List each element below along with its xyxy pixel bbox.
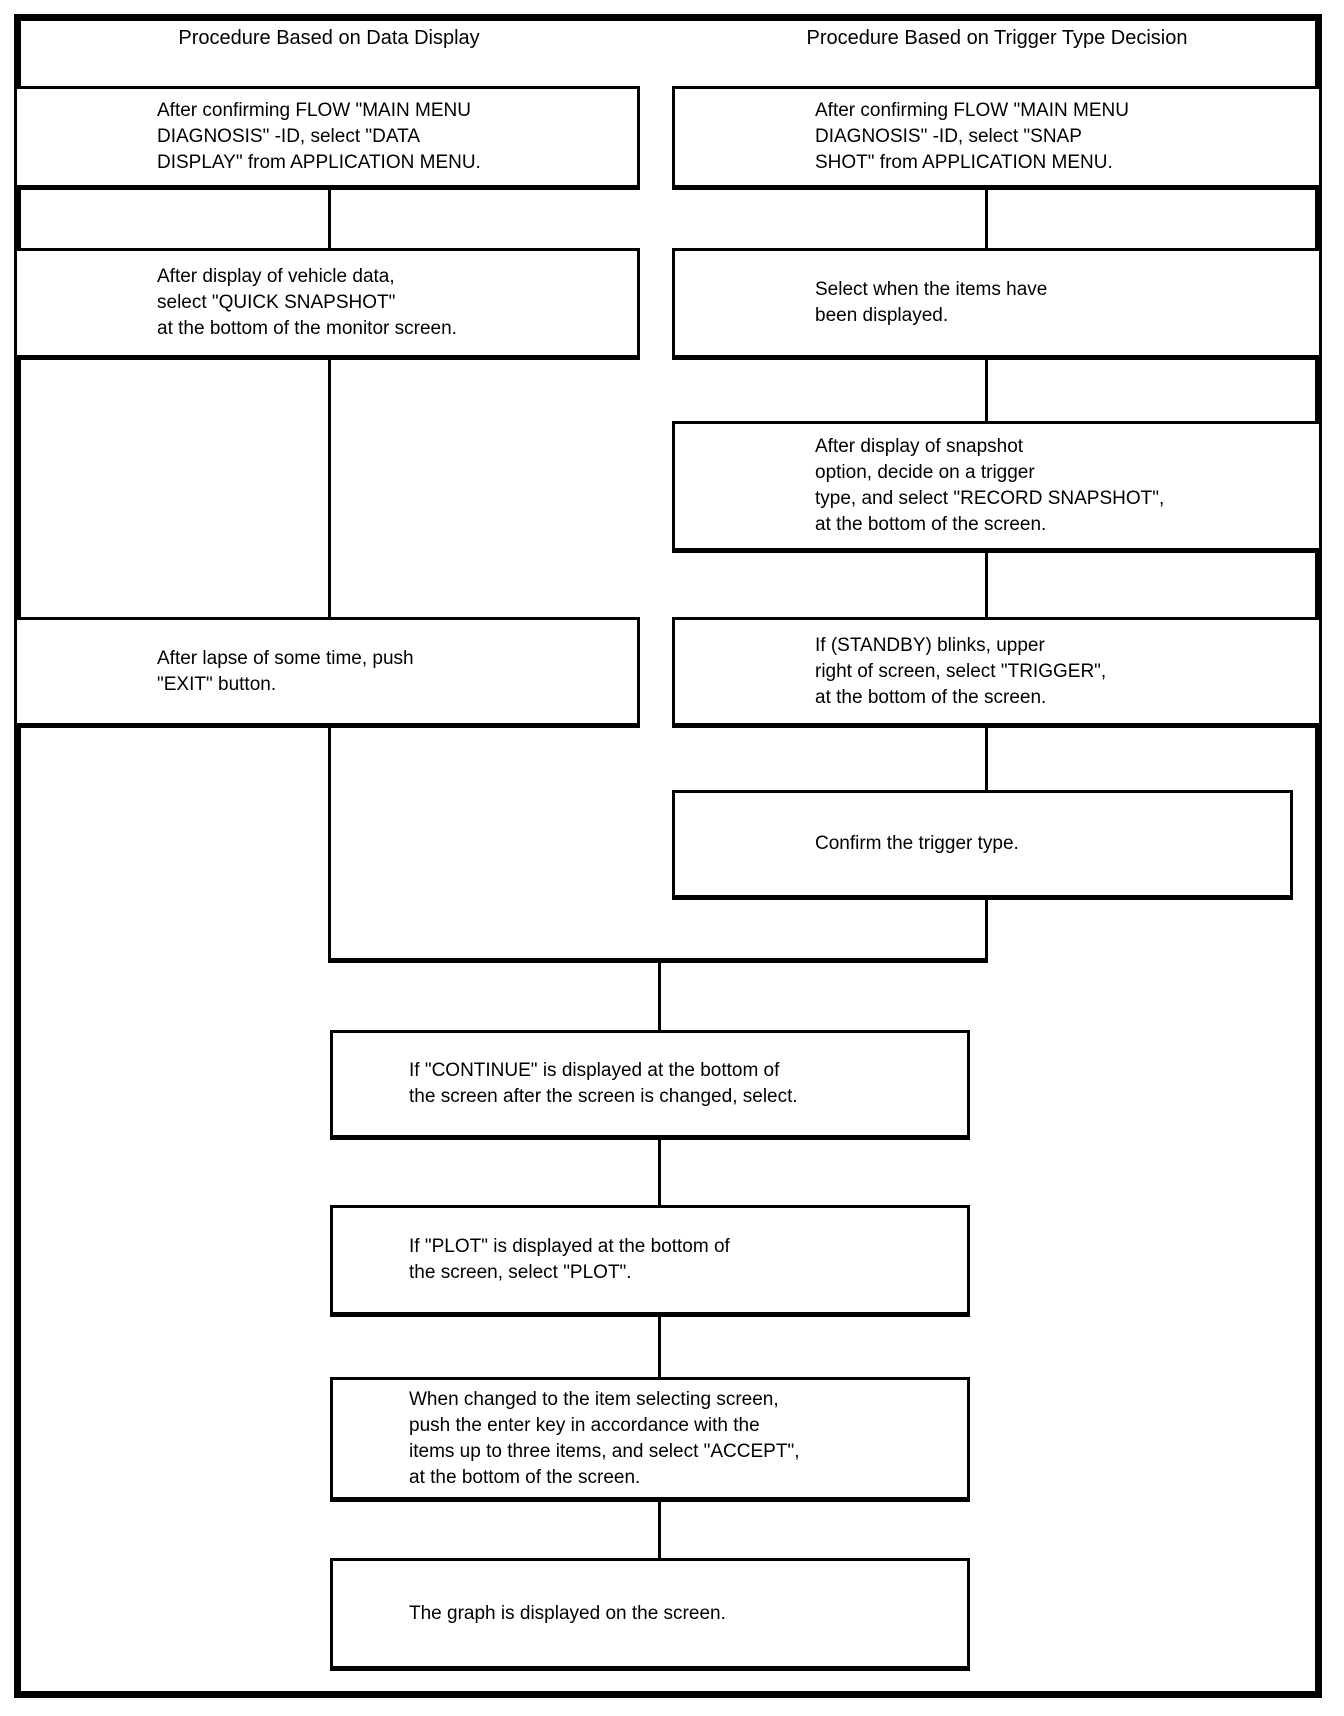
text-line: After confirming FLOW "MAIN MENU <box>815 100 1129 121</box>
text-line: If "CONTINUE" is displayed at the bottom… <box>409 1060 780 1081</box>
flow-box-record-snapshot: After display of snapshot option, decide… <box>672 421 1322 553</box>
text-line: SHOT" from APPLICATION MENU. <box>815 152 1113 173</box>
text-line: "EXIT" button. <box>157 673 277 695</box>
column-header-trigger-type: Procedure Based on Trigger Type Decision <box>806 27 1188 49</box>
flow-box-graph-displayed: The graph is displayed on the screen. <box>330 1558 970 1671</box>
text-line: DIAGNOSIS" -ID, select "DATA <box>157 126 420 147</box>
text-line: right of screen, select "TRIGGER", <box>815 660 1107 682</box>
text-line: After display of snapshot <box>815 436 1024 457</box>
flow-box-confirm-trigger-type: Confirm the trigger type. <box>672 790 1293 900</box>
connector-line <box>658 962 661 1030</box>
text-line: The graph is displayed on the screen. <box>409 1602 726 1624</box>
connector-line <box>328 190 331 248</box>
column-header-data-display: Procedure Based on Data Display <box>178 27 480 49</box>
text-line: type, and select "RECORD SNAPSHOT", <box>815 488 1165 509</box>
text-line: push the enter key in accordance with th… <box>409 1414 760 1436</box>
text-line: DISPLAY" from APPLICATION MENU. <box>157 152 481 173</box>
merge-connector-line <box>328 958 988 963</box>
text-line: at the bottom of the screen. <box>815 514 1047 535</box>
text-line: After display of vehicle data, <box>157 266 395 287</box>
text-line: at the bottom of the monitor screen. <box>157 318 457 339</box>
connector-line <box>985 553 988 617</box>
flow-box-exit-button: After lapse of some time, push "EXIT" bu… <box>14 617 640 728</box>
text-line: been displayed. <box>815 305 949 326</box>
flow-box-continue: If "CONTINUE" is displayed at the bottom… <box>330 1030 970 1140</box>
text-line: Confirm the trigger type. <box>815 833 1019 854</box>
connector-line <box>985 190 988 248</box>
flow-box-plot: If "PLOT" is displayed at the bottom of … <box>330 1205 970 1317</box>
flow-box-trigger: If (STANDBY) blinks, upper right of scre… <box>672 617 1322 728</box>
text-line: at the bottom of the screen. <box>409 1466 641 1488</box>
connector-line <box>658 1502 661 1558</box>
connector-line <box>985 728 988 790</box>
text-line: Select when the items have <box>815 279 1048 300</box>
flow-box-accept: When changed to the item selecting scree… <box>330 1377 970 1502</box>
text-line: at the bottom of the screen. <box>815 686 1047 708</box>
text-line: the screen after the screen is changed, … <box>409 1086 798 1107</box>
flow-box-quick-snapshot: After display of vehicle data, select "Q… <box>14 248 640 360</box>
text-line: After lapse of some time, push <box>157 647 414 669</box>
connector-line <box>658 1317 661 1377</box>
text-line: If "PLOT" is displayed at the bottom of <box>409 1236 730 1257</box>
text-line: select "QUICK SNAPSHOT" <box>157 292 396 313</box>
text-line: When changed to the item selecting scree… <box>409 1388 779 1410</box>
text-line: the screen, select "PLOT". <box>409 1262 632 1283</box>
connector-line <box>328 728 331 962</box>
text-line: DIAGNOSIS" -ID, select "SNAP <box>815 126 1082 147</box>
text-line: After confirming FLOW "MAIN MENU <box>157 100 471 121</box>
text-line: option, decide on a trigger <box>815 462 1035 483</box>
text-line: If (STANDBY) blinks, upper <box>815 634 1045 656</box>
flow-box-select-snapshot: After confirming FLOW "MAIN MENU DIAGNOS… <box>672 86 1322 190</box>
flow-box-select-items: Select when the items have been displaye… <box>672 248 1322 360</box>
connector-line <box>985 360 988 421</box>
connector-line <box>985 900 988 962</box>
connector-line <box>658 1140 661 1205</box>
connector-line <box>328 360 331 617</box>
flow-box-select-data-display: After confirming FLOW "MAIN MENU DIAGNOS… <box>14 86 640 190</box>
text-line: items up to three items, and select "ACC… <box>409 1440 800 1462</box>
